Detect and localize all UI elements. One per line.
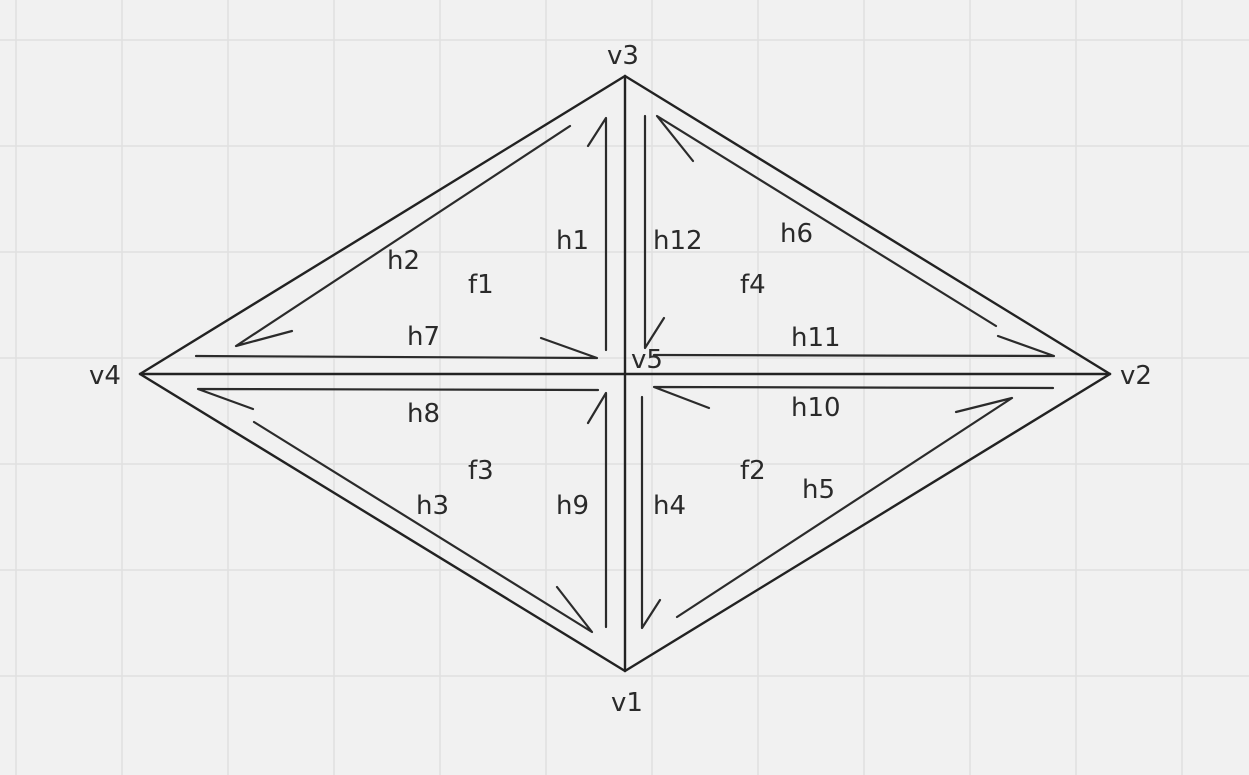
halfedge-label-h9: h9 — [556, 491, 589, 521]
face-label-f2: f2 — [740, 456, 766, 486]
halfedge-label-h6: h6 — [780, 219, 813, 249]
halfedge-labels: h1 h12 h2 h6 h7 h11 h8 h10 h3 h9 h4 h5 — [387, 219, 841, 521]
vertex-labels: v3 v4 v2 v1 v5 — [89, 41, 1152, 718]
mesh-edges — [138, 74, 1112, 673]
edge-v2-v1 — [623, 372, 1112, 673]
halfedge-label-h1: h1 — [556, 226, 589, 256]
vertex-label-v5: v5 — [631, 345, 663, 375]
halfedge-h10-arrow — [652, 385, 1055, 410]
face-label-f4: f4 — [740, 270, 766, 300]
halfedge-label-h12: h12 — [653, 226, 703, 256]
halfedge-label-h4: h4 — [653, 491, 686, 521]
vertex-label-v4: v4 — [89, 361, 121, 391]
face-label-f3: f3 — [468, 456, 494, 486]
halfedge-h5-arrow — [675, 396, 1014, 619]
vertex-label-v3: v3 — [607, 41, 639, 71]
halfedge-h11-arrow — [652, 334, 1056, 358]
halfedge-label-h11: h11 — [791, 323, 841, 353]
halfedge-label-h2: h2 — [387, 246, 420, 276]
halfedge-h6-arrow — [655, 114, 998, 328]
halfedge-h4-arrow — [640, 395, 662, 630]
halfedge-h1-arrow — [586, 116, 608, 352]
halfedge-h12-arrow — [643, 114, 666, 350]
face-labels: f1 f4 f3 f2 — [468, 270, 766, 486]
halfedge-label-h5: h5 — [802, 475, 835, 505]
halfedge-h2-arrow — [234, 124, 572, 348]
vertex-label-v1: v1 — [611, 688, 643, 718]
edge-v1-v4 — [138, 372, 627, 673]
halfedge-h3-arrow — [252, 420, 594, 634]
face-label-f1: f1 — [468, 270, 494, 300]
halfedge-h7-arrow — [194, 336, 599, 360]
halfedge-arrows — [194, 114, 1056, 634]
halfedge-label-h10: h10 — [791, 393, 841, 423]
halfedge-label-h8: h8 — [407, 399, 440, 429]
edge-v4-v3 — [138, 74, 627, 376]
halfedge-label-h3: h3 — [416, 491, 449, 521]
edge-v3-v2 — [623, 74, 1112, 376]
halfedge-h8-arrow — [196, 387, 600, 411]
halfedge-label-h7: h7 — [407, 322, 440, 352]
vertex-label-v2: v2 — [1120, 361, 1152, 391]
halfedge-h9-arrow — [586, 391, 608, 629]
